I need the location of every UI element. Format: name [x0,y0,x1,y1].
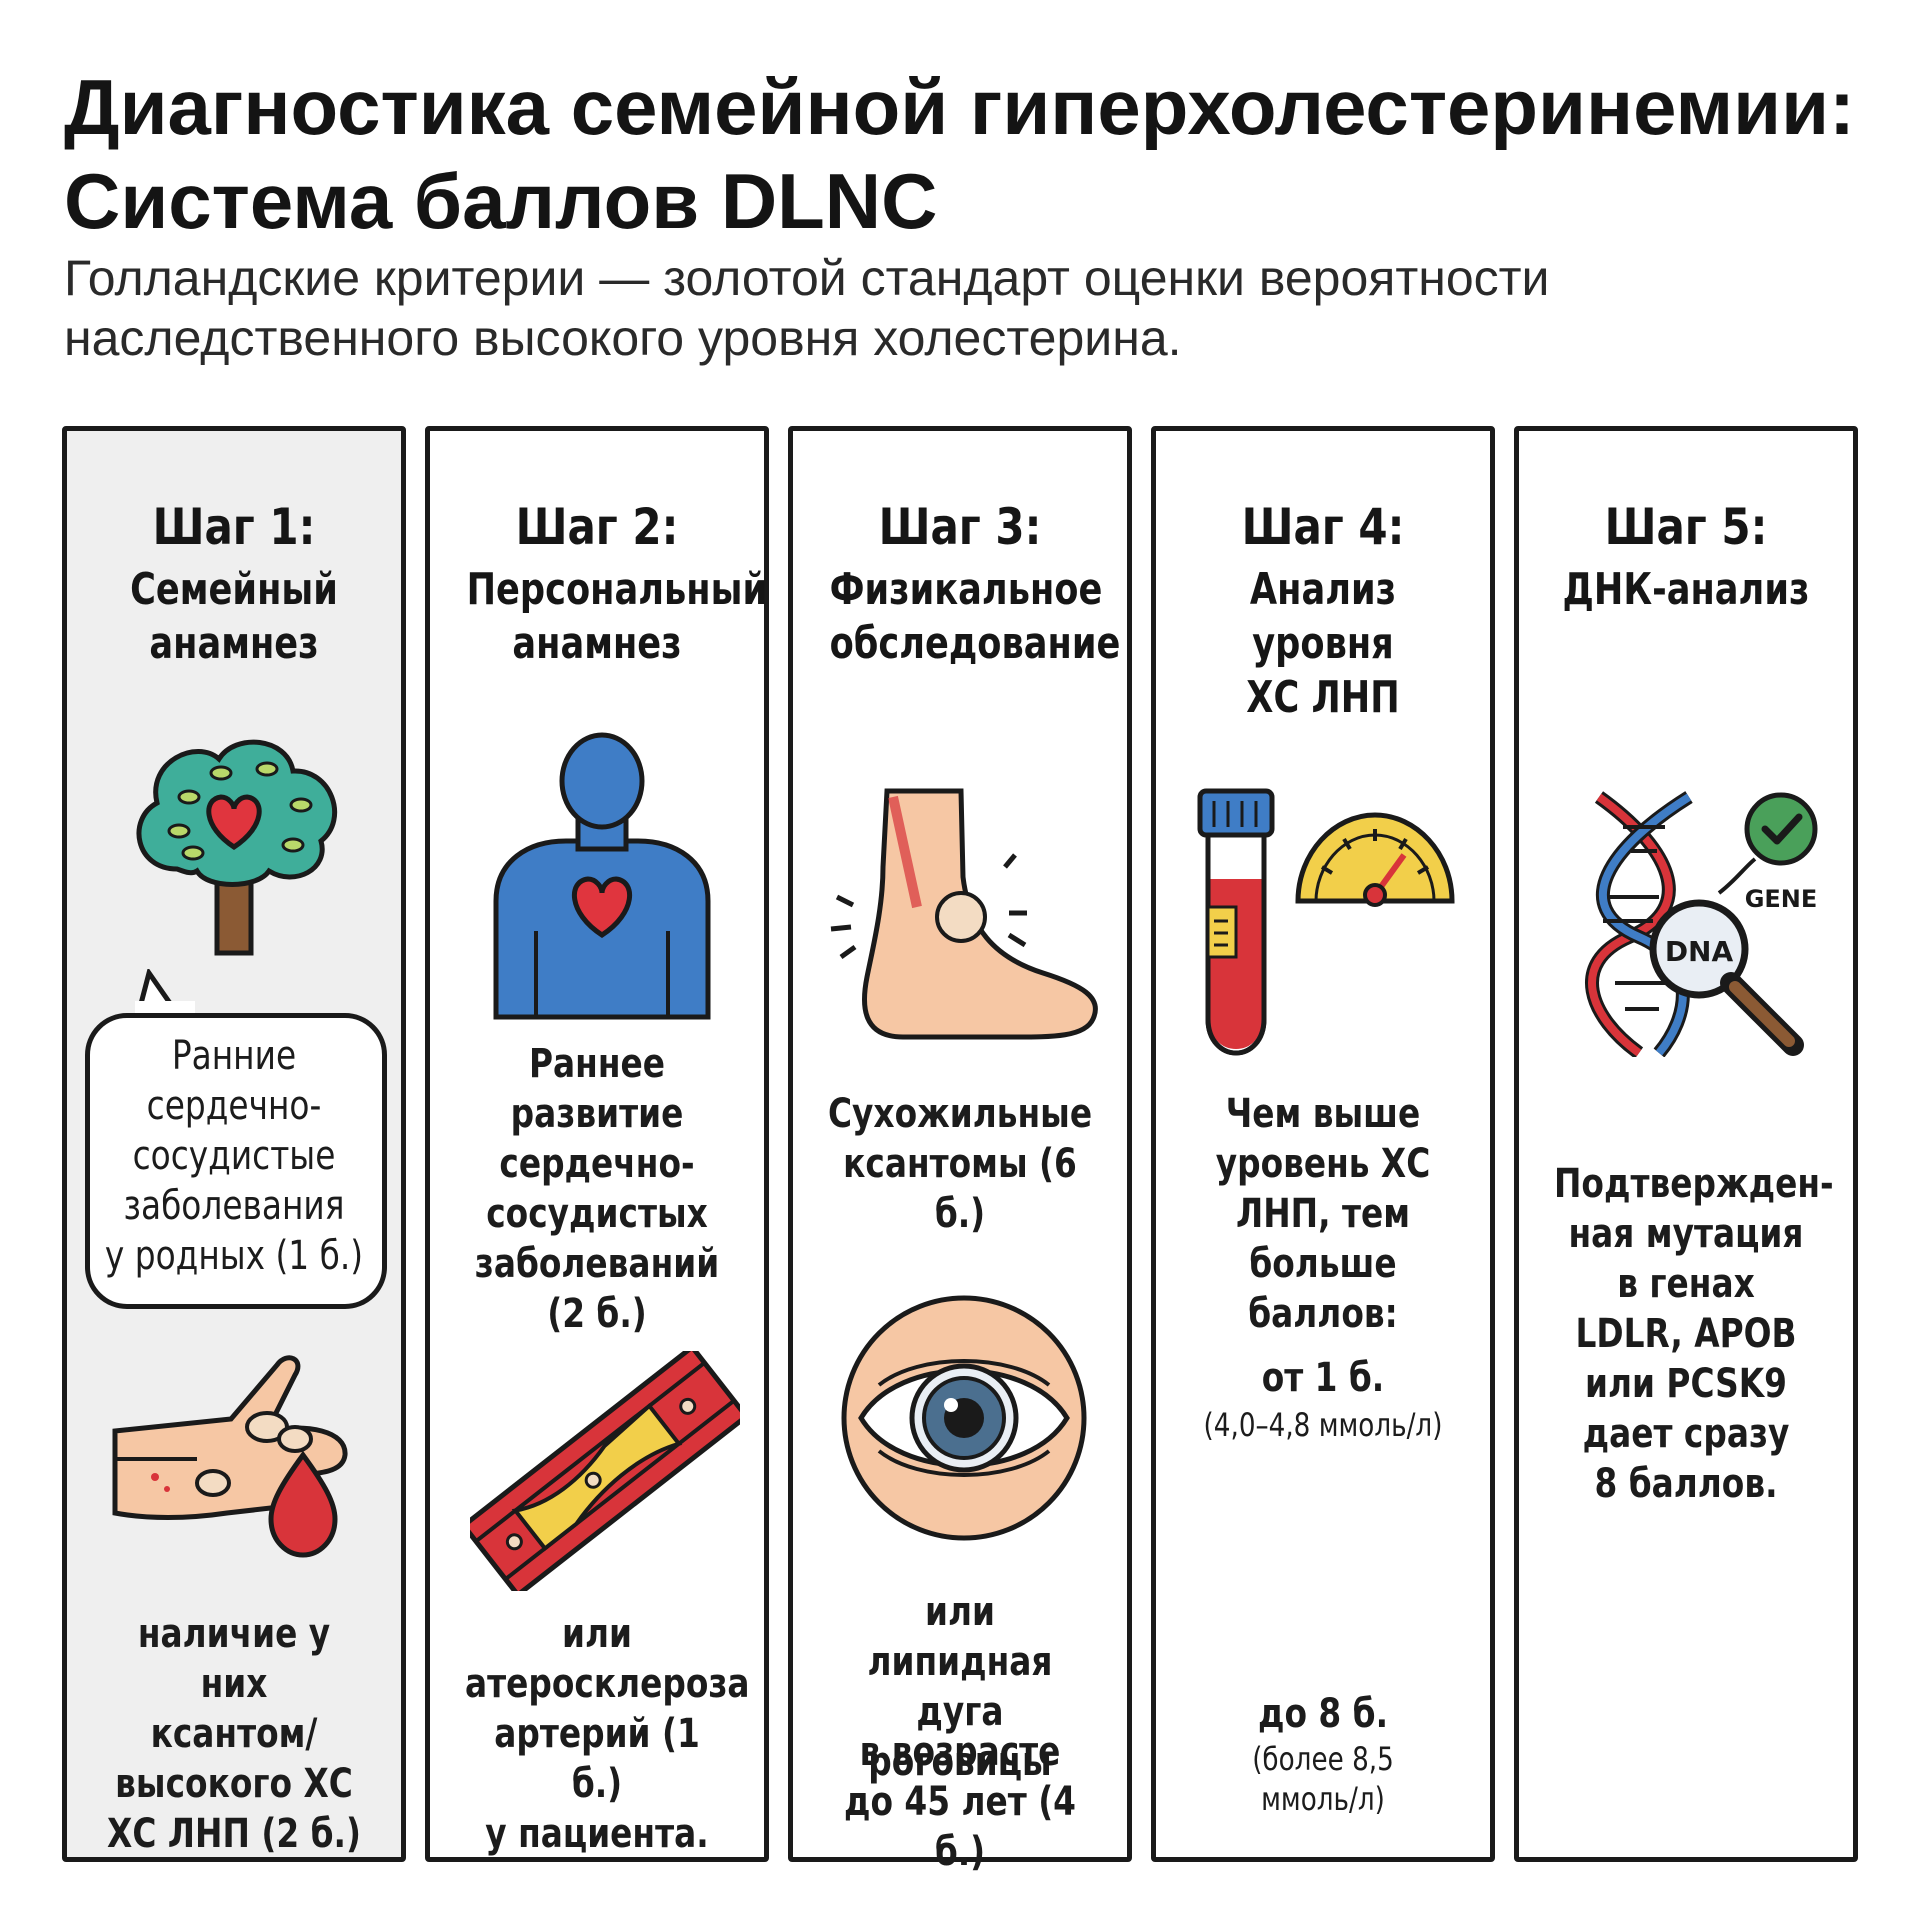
step-5-title-line: ДНК-анализ [1562,564,1810,615]
dna-label: DNA [1665,935,1734,968]
text-line: ЛНП, тем [1235,1191,1411,1237]
text-line: LDLR, APOB [1575,1311,1797,1357]
page-title: Диагностика семейной гиперхолестеринемии… [64,60,1864,248]
text-line: заболеваний [474,1241,720,1287]
step-3-title-line: обследование [829,618,1121,669]
step-1-bottom-text: наличие у них ксантом/ высокого ХС ХС ЛН… [97,1609,371,1859]
text-line: у пациента. [485,1811,709,1857]
text-line: или PCSK9 [1584,1361,1787,1407]
family-tree-heart-icon [136,739,338,956]
step-2-title-line: анамнез [512,618,682,669]
title-line-1: Диагностика семейной гиперхолестеринемии… [64,63,1856,151]
step-5-title: ДНК-анализ [1552,563,1819,617]
step-1-number: Шаг 1: [152,498,316,556]
step-4-card: Шаг 4: Анализ уровня ХС ЛНП Чем выше уро… [1151,426,1495,1862]
text-line: наличие у них [137,1611,331,1707]
text-line: сосудистые [132,1133,336,1179]
page-subtitle: Голландские критерии — золотой стандарт … [64,248,1864,368]
step-2-number: Шаг 2: [515,498,679,556]
step-3-card: Шаг 3: Физикальное обследование Сухожиль… [788,426,1132,1875]
text-line: дает сразу [1582,1411,1790,1457]
text-line: у родных (1 б.) [104,1233,364,1279]
text-line: ХС ЛНП (2 б.) [107,1811,361,1857]
text-line: Раннее [529,1041,665,1087]
step-1-title-line: анамнез [149,618,319,669]
text-line: баллов: [1248,1291,1398,1337]
text-line: Подтвержден- [1553,1161,1834,1207]
step-3-title-line: Физикальное [829,564,1103,615]
step-5-text: Подтвержден- ная мутация в генах LDLR, A… [1549,1159,1834,1509]
text-line: или [561,1611,632,1657]
step-4-title-line: ХС ЛНП [1246,672,1400,723]
text-line: уровень ХС [1215,1141,1431,1187]
gene-label: GENE [1745,885,1818,913]
step-4-to-range: (более 8,5 ммоль/л) [1186,1739,1460,1819]
check-icon [1744,792,1818,866]
text-line: больше [1249,1241,1397,1287]
text-line: ксантом/ [150,1711,318,1757]
text-line: атеросклероза [464,1661,750,1707]
step-2-title-line: Персональный [466,564,768,615]
speech-bubble [85,1013,387,1309]
text-line: развитие [510,1091,684,1137]
text-line: 8 баллов. [1594,1461,1778,1507]
dna-magnifier-icon: DNA GENE [1585,791,1818,1057]
artery-plaque-icon [470,1351,740,1591]
step-3-text: Сухожильные ксантомы (6 б.) [823,1089,1097,1239]
text-line: в возрасте [859,1729,1061,1775]
text-line: заболевания [123,1183,345,1229]
step-4-from-points: от 1 б. [1261,1355,1385,1401]
step-5-card: Шаг 5: ДНК-анализ DNA GENE Подтвержден- … [1514,426,1858,1862]
step-4-from-range: (4,0–4,8 ммоль/л) [1203,1406,1443,1444]
step-3-age-text: в возрасте до 45 лет (4 б.) [823,1727,1097,1877]
step-4-title: Анализ уровня ХС ЛНП [1189,563,1456,725]
text-line: или липидная [867,1589,1053,1685]
text-line: сердечно- [499,1141,695,1187]
hand-xanthoma-icon [112,1355,348,1558]
text-line: артерий (1 б.) [494,1711,700,1807]
step-4-title-line: Анализ [1249,564,1397,615]
step-4-number: Шаг 4: [1241,498,1405,556]
step-5-number: Шаг 5: [1604,498,1768,556]
eye-arcus-icon [841,1295,1087,1541]
text-line: высокого ХС [115,1761,353,1807]
bubble-tail-mask [135,1001,195,1013]
text-line: ксантомы (6 б.) [843,1141,1077,1237]
subtitle-line-1: Голландские критерии — золотой стандарт … [64,250,1550,306]
step-1-bubble-text: Ранние сердечно- сосудистые заболевания … [97,1031,371,1281]
step-2-text: Раннее развитие сердечно- сосудистых заб… [460,1039,734,1339]
text-line: ная мутация [1568,1211,1804,1257]
step-4-title-line: уровня [1252,618,1394,669]
text-line: Сухожильные [827,1091,1093,1137]
text-line: в генах [1617,1261,1755,1307]
subtitle-line-2: наследственного высокого уровня холестер… [64,310,1182,366]
text-line: до 45 лет (4 б.) [843,1779,1077,1875]
text-line: сердечно- [146,1083,322,1129]
person-heart-icon [493,732,711,1020]
gauge-icon [1295,812,1455,907]
step-2-card: Шаг 2: Персональный анамнез Раннее разви… [425,426,769,1862]
text-line: (2 б.) [547,1291,647,1337]
foot-xanthoma-icon [830,788,1098,1040]
step-4-to-points: до 8 б. [1257,1691,1389,1737]
text-line: сосудистых [486,1191,708,1237]
step-4-text: Чем выше уровень ХС ЛНП, тем больше балл… [1186,1089,1460,1339]
step-1-title: Семейный анамнез [100,563,367,671]
step-2-bottom-text: или атеросклероза артерий (1 б.) у пацие… [460,1609,750,1859]
text-line: дуга роговицы [868,1689,1052,1785]
title-line-2: Система баллов DLNC [64,157,938,245]
step-1-card: Шаг 1: Семейный анамнез Ранние сердечно-… [62,426,406,1862]
text-line: Чем выше [1225,1091,1421,1137]
step-2-title: Персональный анамнез [463,563,768,671]
step-1-title-line: Семейный [130,564,338,615]
blood-tube-icon [1197,788,1275,1056]
text-line: (более 8,5 [1252,1740,1394,1778]
step-3-title: Физикальное обследование [826,563,1121,671]
text-line: ммоль/л) [1261,1780,1385,1818]
step-3-number: Шаг 3: [878,498,1042,556]
step-3-bottom-text: или липидная дуга роговицы [823,1587,1097,1787]
text-line: Ранние [171,1033,297,1079]
